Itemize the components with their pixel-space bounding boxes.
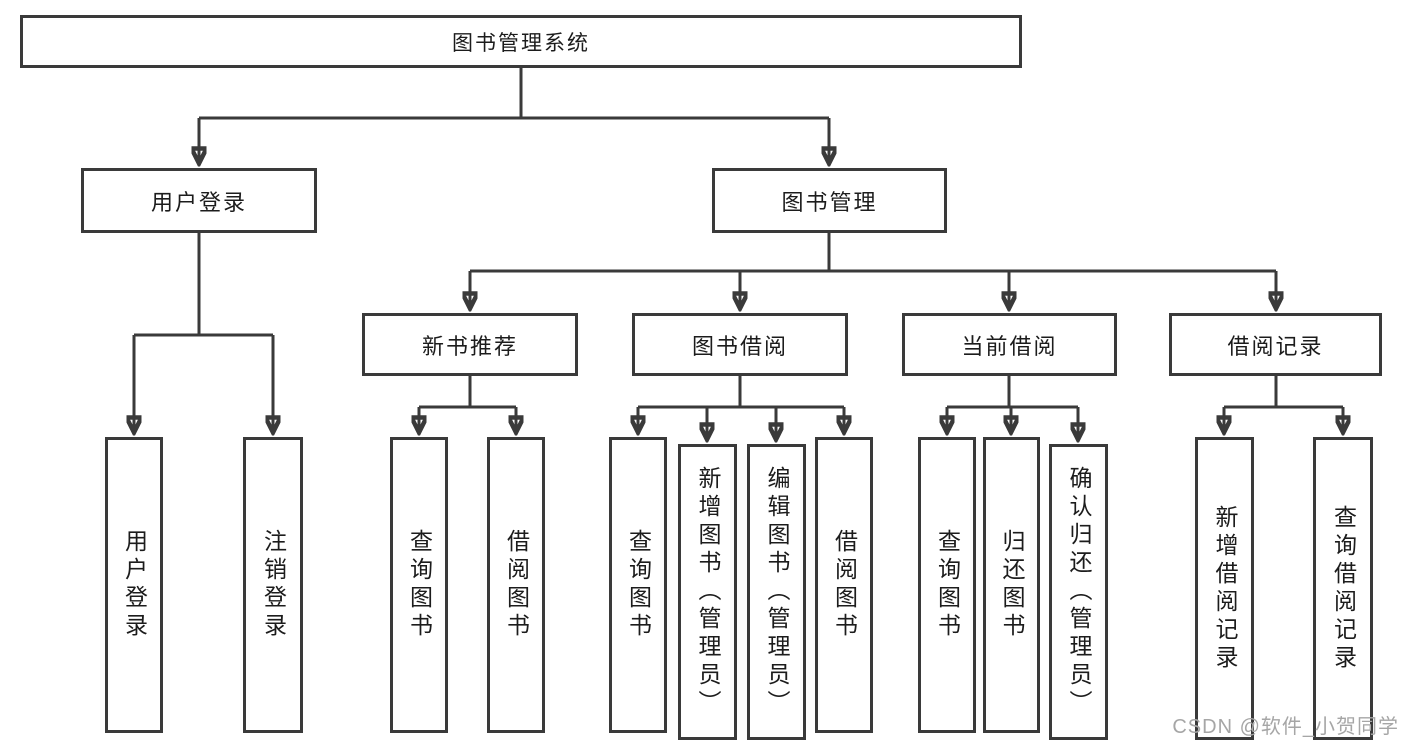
leaf-cb-query-books-label: 查询图书	[934, 529, 961, 641]
node-user-login-group-label: 用户登录	[150, 189, 247, 215]
node-new-books-label: 新书推荐	[421, 333, 518, 359]
leaf-br-add-record-label: 新增借阅记录	[1212, 504, 1238, 673]
node-library-system: 图书管理系统	[20, 15, 1022, 68]
csdn-watermark: CSDN @软件_小贺同学	[1172, 716, 1399, 738]
connector-root-trunk	[199, 68, 829, 120]
connector-user-login-trunk	[134, 233, 273, 337]
connector-borrow-records-trunk	[1224, 376, 1343, 409]
leaf-bb-edit-books-label: 编辑图书（管理员）	[764, 466, 790, 718]
leaf-cb-return-books: 归还图书	[983, 437, 1040, 733]
leaf-logout: 注销登录	[243, 437, 303, 733]
leaf-nb-query-books-label: 查询图书	[406, 529, 433, 641]
leaf-cb-confirm-return: 确认归还（管理员）	[1049, 444, 1108, 740]
node-current-borrow: 当前借阅	[902, 313, 1117, 376]
node-library-system-label: 图书管理系统	[452, 31, 590, 55]
node-book-mgmt-group-label: 图书管理	[781, 189, 878, 215]
node-book-borrow: 图书借阅	[632, 313, 848, 376]
connector-book-mgmt-trunk	[470, 233, 1276, 273]
connector-book-borrow-trunk	[638, 376, 844, 409]
node-book-mgmt-group: 图书管理	[712, 168, 947, 233]
leaf-bb-add-books-label: 新增图书（管理员）	[695, 466, 721, 718]
leaf-nb-borrow-books-label: 借阅图书	[503, 529, 530, 641]
node-new-books: 新书推荐	[362, 313, 578, 376]
node-user-login-group: 用户登录	[81, 168, 317, 233]
leaf-nb-query-books: 查询图书	[390, 437, 448, 733]
leaf-cb-confirm-return-label: 确认归还（管理员）	[1066, 466, 1092, 718]
node-book-borrow-label: 图书借阅	[691, 333, 788, 359]
leaf-bb-borrow-books: 借阅图书	[815, 437, 873, 733]
node-borrow-records-label: 借阅记录	[1227, 333, 1324, 359]
node-borrow-records: 借阅记录	[1169, 313, 1382, 376]
leaf-br-add-record: 新增借阅记录	[1195, 437, 1254, 740]
leaf-user-login-label: 用户登录	[121, 529, 148, 641]
connector-new-books-trunk	[419, 376, 516, 409]
leaf-cb-return-books-label: 归还图书	[999, 529, 1025, 641]
leaf-bb-edit-books: 编辑图书（管理员）	[747, 444, 806, 740]
leaf-nb-borrow-books: 借阅图书	[487, 437, 545, 733]
leaf-bb-query-books-label: 查询图书	[625, 529, 652, 641]
connector-current-borrow-trunk	[947, 376, 1078, 409]
leaf-logout-label: 注销登录	[260, 529, 287, 641]
leaf-br-query-record: 查询借阅记录	[1313, 437, 1373, 740]
leaf-bb-borrow-books-label: 借阅图书	[831, 529, 858, 641]
leaf-br-query-record-label: 查询借阅记录	[1330, 504, 1357, 673]
leaf-bb-add-books: 新增图书（管理员）	[678, 444, 737, 740]
node-current-borrow-label: 当前借阅	[961, 333, 1058, 359]
leaf-cb-query-books: 查询图书	[918, 437, 976, 733]
leaf-bb-query-books: 查询图书	[609, 437, 667, 733]
leaf-user-login: 用户登录	[105, 437, 163, 733]
